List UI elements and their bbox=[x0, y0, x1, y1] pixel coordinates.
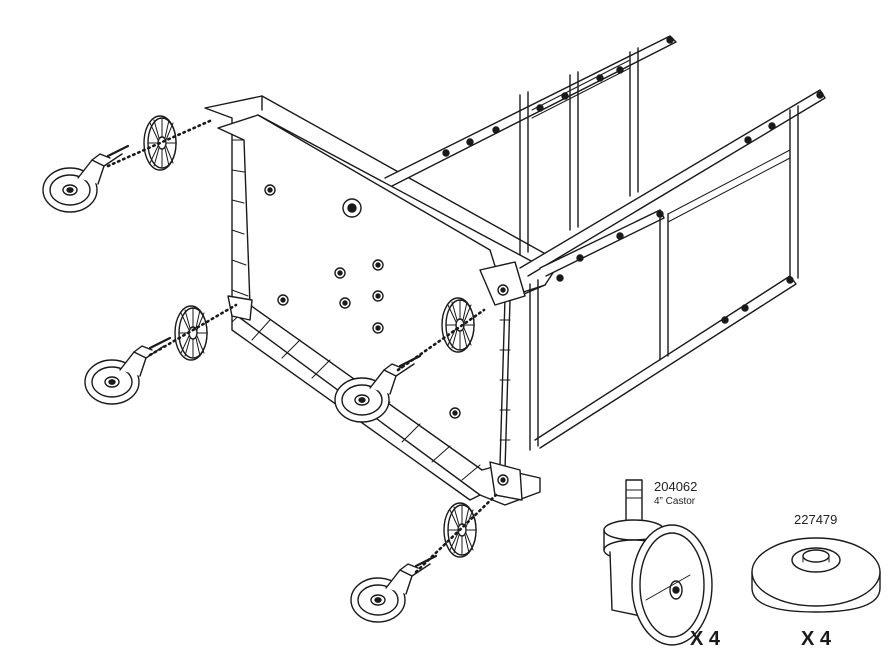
castor-description: 4” Castor bbox=[654, 496, 696, 507]
castor-icon bbox=[603, 479, 713, 646]
guide-dots-mid-left bbox=[148, 303, 238, 357]
wheel-disc-mid-right bbox=[441, 297, 475, 353]
castor-bottom bbox=[349, 554, 438, 624]
castor-part-number: 204062 bbox=[654, 479, 697, 494]
guide-dots-bottom bbox=[414, 493, 498, 574]
guide-dots-top-left bbox=[106, 118, 214, 168]
castor-mid-left bbox=[83, 336, 172, 406]
castor-quantity: X 4 bbox=[690, 628, 721, 650]
wheel-disc-mid-left bbox=[174, 305, 208, 361]
wheel-cover-icon bbox=[751, 537, 881, 613]
wheel-cover-quantity: X 4 bbox=[801, 628, 832, 650]
guide-dots-mid-right bbox=[396, 308, 486, 372]
cart-frame-icon bbox=[204, 35, 826, 506]
wheel-cover-part-number: 227479 bbox=[794, 512, 837, 527]
castor-top-left bbox=[41, 144, 130, 214]
